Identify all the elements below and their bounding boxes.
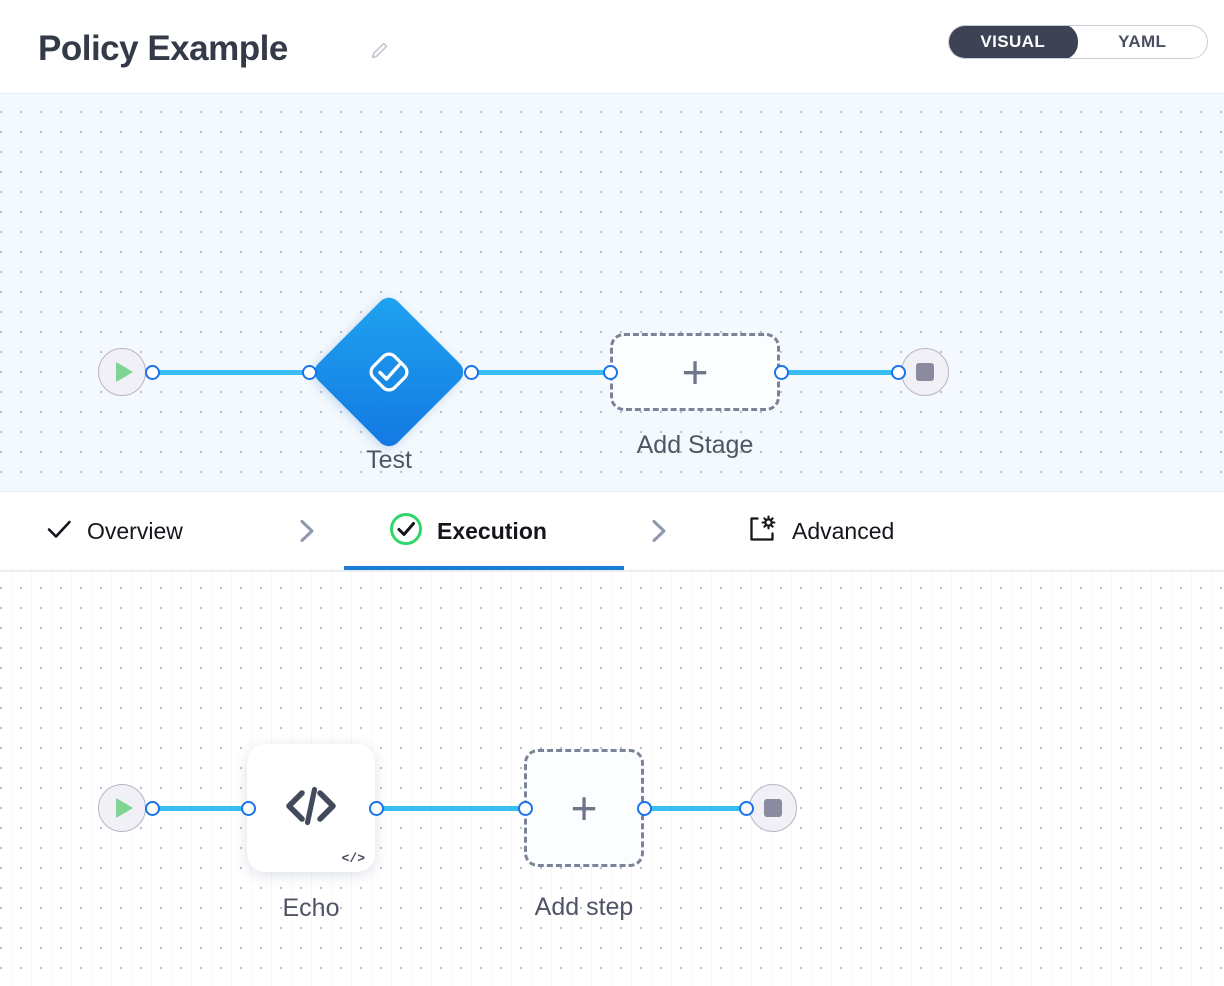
port-step-start-out[interactable] (145, 801, 160, 816)
play-triangle (116, 362, 133, 382)
stage-node-test-label: Test (366, 446, 412, 474)
stop-icon[interactable] (901, 348, 949, 396)
play-triangle (116, 798, 133, 818)
connector-start-to-test[interactable] (152, 370, 310, 375)
port-echo-out[interactable] (369, 801, 384, 816)
code-badge-icon: </> (341, 851, 365, 866)
connector-echo-to-addstep[interactable] (376, 806, 522, 811)
mode-toggle-visual[interactable]: VISUAL (949, 26, 1078, 58)
stage-start-node[interactable] (98, 348, 146, 396)
play-icon[interactable] (98, 784, 146, 832)
add-step-label: Add step (534, 893, 634, 921)
step-node-echo-label: Echo (282, 894, 340, 922)
port-test-in[interactable] (302, 365, 317, 380)
page-title: Policy Example (38, 29, 288, 68)
step-node-echo[interactable]: </> (247, 744, 375, 872)
add-stage-label: Add Stage (636, 431, 754, 459)
section-tabs: Overview Execution Advanced (0, 492, 1224, 571)
plus-icon: + (570, 782, 598, 834)
stop-square (764, 799, 782, 817)
step-canvas[interactable]: </> Echo + Add step (0, 571, 1224, 986)
connector-start-to-echo[interactable] (152, 806, 248, 811)
check-icon (44, 514, 74, 549)
step-start-node[interactable] (98, 784, 146, 832)
port-test-out[interactable] (464, 365, 479, 380)
pencil-icon[interactable] (368, 38, 392, 62)
page-header: Policy Example VISUAL YAML (0, 0, 1224, 93)
tab-execution[interactable]: Execution (388, 492, 547, 570)
port-stage-end-in[interactable] (891, 365, 906, 380)
port-addstep-in[interactable] (518, 801, 533, 816)
port-stage-start-out[interactable] (145, 365, 160, 380)
tab-advanced[interactable]: Advanced (745, 492, 894, 570)
mode-toggle[interactable]: VISUAL YAML (948, 25, 1208, 59)
chevron-right-icon-2 (649, 518, 671, 544)
port-addstage-in[interactable] (603, 365, 618, 380)
plus-icon: + (681, 346, 709, 398)
stop-icon[interactable] (749, 784, 797, 832)
code-icon (278, 773, 344, 844)
stage-node-test[interactable] (309, 292, 469, 452)
connector-test-to-addstage[interactable] (471, 370, 611, 375)
step-end-node[interactable] (749, 784, 797, 832)
play-icon[interactable] (98, 348, 146, 396)
tab-overview[interactable]: Overview (44, 492, 183, 570)
port-addstage-out[interactable] (774, 365, 789, 380)
stop-square (916, 363, 934, 381)
tab-execution-label: Execution (437, 517, 547, 544)
port-echo-in[interactable] (241, 801, 256, 816)
port-step-end-in[interactable] (739, 801, 754, 816)
tab-advanced-label: Advanced (792, 517, 895, 544)
stage-canvas[interactable]: Test + Add Stage (0, 93, 1224, 492)
connector-addstep-to-end[interactable] (644, 806, 743, 811)
chevron-right-icon-1 (297, 518, 319, 544)
mode-toggle-yaml[interactable]: YAML (1118, 32, 1167, 51)
window-gear-icon (745, 512, 779, 551)
connector-addstage-to-end[interactable] (781, 370, 895, 375)
add-stage-button[interactable]: + (610, 333, 780, 411)
diamond-shape (309, 292, 469, 452)
check-circle-icon (388, 511, 424, 552)
tab-overview-label: Overview (87, 517, 183, 544)
tab-active-underline (344, 566, 624, 570)
port-addstep-out[interactable] (637, 801, 652, 816)
add-step-button[interactable]: + (524, 749, 644, 867)
stage-end-node[interactable] (901, 348, 949, 396)
